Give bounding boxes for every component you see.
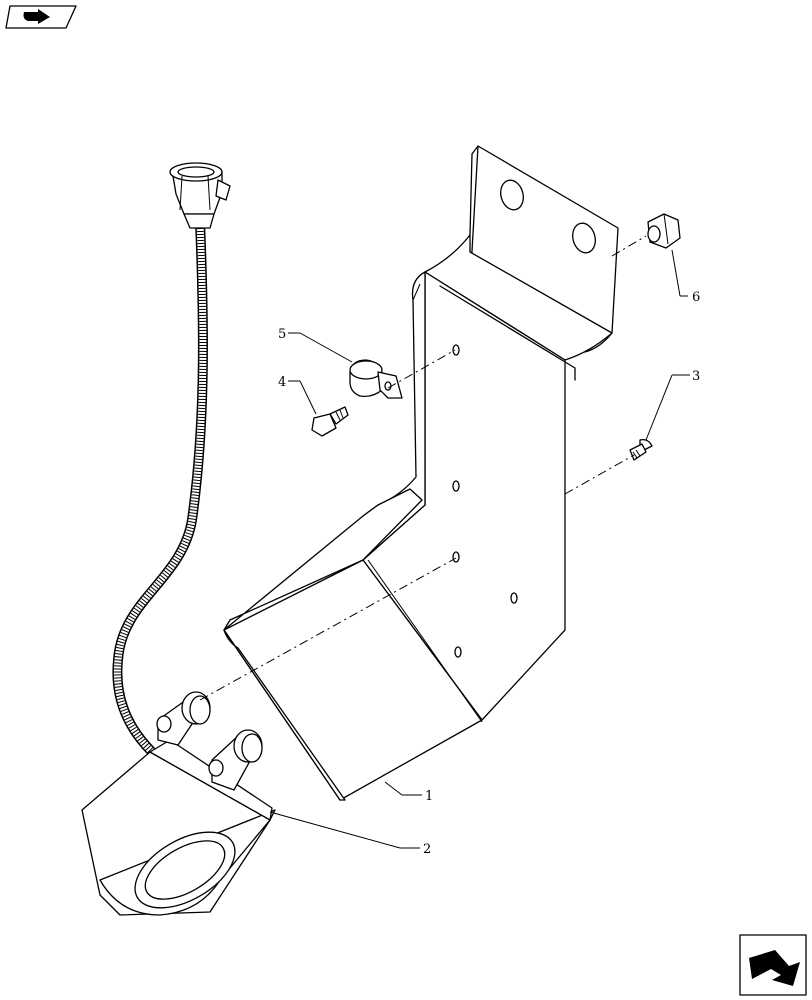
assembly-lines: [199, 235, 647, 701]
screw-part-3: [629, 438, 653, 461]
next-page-button[interactable]: [739, 934, 807, 996]
prev-page-button[interactable]: [5, 5, 77, 29]
callout-4: 4: [278, 375, 286, 390]
callout-6: 6: [692, 290, 700, 305]
callout-3: 3: [692, 369, 700, 384]
nut-part-6: [647, 213, 681, 249]
sensor-part: [81, 162, 276, 916]
leader-lines: [269, 249, 690, 849]
bracket-part: [223, 145, 619, 801]
arrow-right-icon: [749, 950, 800, 986]
bolt-part-4: [311, 406, 349, 437]
callout-2: 2: [423, 842, 431, 857]
arrow-left-icon: [23, 9, 50, 24]
clamp-part-5: [349, 359, 403, 399]
callout-5: 5: [278, 327, 286, 342]
callout-1: 1: [425, 789, 433, 804]
callout-labels: 1 2 3 4 5 6: [278, 290, 700, 857]
